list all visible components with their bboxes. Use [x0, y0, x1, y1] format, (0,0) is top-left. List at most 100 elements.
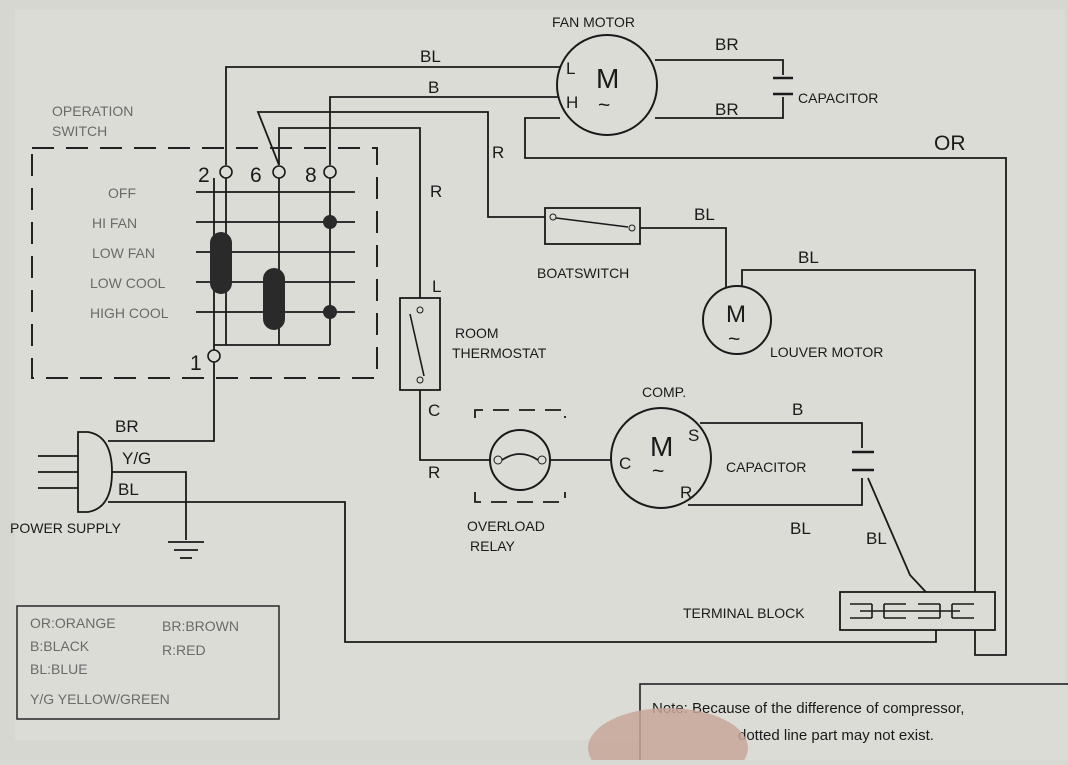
louver-motor: M ~ LOUVER MOTOR — [702, 285, 883, 360]
ground-icon — [168, 541, 204, 559]
wire-fan-b — [329, 96, 560, 165]
switch-position-low-cool: LOW COOL — [90, 275, 166, 291]
overload-relay-icon — [489, 429, 551, 491]
wire-label-block-bl: BL — [866, 529, 887, 548]
compressor-terminal-r: R — [680, 483, 692, 502]
power-plug-icon — [77, 431, 113, 513]
legend-box — [16, 605, 280, 720]
wire-label-boat-bl: BL — [694, 205, 715, 224]
wire-label-louver-bl: BL — [798, 248, 819, 267]
wire-label-comp-b: B — [792, 400, 803, 419]
wire-fan-r — [256, 111, 545, 218]
overload-relay-arc — [501, 453, 539, 461]
fan-motor: FAN MOTOR M ~ L H — [552, 14, 658, 136]
wire-label-relay-r: R — [428, 463, 440, 482]
room-thermostat: L C ROOM THERMOSTAT — [399, 277, 547, 420]
wire-label-cap-br-top: BR — [715, 35, 739, 54]
terminal-block: TERMINAL BLOCK — [683, 591, 996, 631]
compressor-title: COMP. — [642, 384, 686, 400]
terminal-6-label: 6 — [250, 164, 262, 187]
wire-cap-br-top — [655, 59, 784, 75]
switch-position-low-fan: LOW FAN — [92, 245, 155, 261]
comp-capacitor-label: CAPACITOR — [726, 459, 806, 475]
wire-boat-bl — [640, 227, 727, 295]
operation-switch: OPERATION SWITCH 2 6 8 1 OFF HI FAN LOW … — [31, 103, 378, 379]
wire-cap-br-bottom — [655, 97, 784, 119]
terminal-1-icon — [207, 349, 221, 363]
wire-labels: BL B R BR BR OR R BL BL B BL BL R BR Y/G… — [115, 35, 966, 548]
wire-thermo-r — [278, 127, 421, 298]
compressor-tilde: ~ — [652, 460, 664, 483]
wire-relay-r — [419, 390, 492, 461]
compressor-terminal-c: C — [619, 454, 631, 473]
wire-fan-or — [524, 117, 1007, 656]
terminal-block-label: TERMINAL BLOCK — [683, 605, 805, 621]
terminal-2-icon — [219, 165, 233, 179]
switch-contact-dot-2 — [323, 305, 337, 319]
wire-label-fan-r: R — [492, 143, 504, 162]
terminal-8-icon — [323, 165, 337, 179]
legend-item-yellow-green: Y/G YELLOW/GREEN — [30, 691, 170, 707]
thermostat-lever — [409, 313, 425, 377]
fan-motor-terminal-l: L — [566, 59, 575, 78]
legend-item-brown: BR:BROWN — [162, 618, 239, 634]
wire-comp-bl — [688, 478, 863, 506]
wire-label-ps-bl: BL — [118, 480, 139, 499]
wire-label-comp-bl: BL — [790, 519, 811, 538]
overload-relay-label-1: OVERLOAD — [467, 518, 545, 534]
compressor: COMP. M ~ S C R — [610, 384, 712, 509]
compressor-capacitor: CAPACITOR — [726, 450, 874, 475]
terminal-8-label: 8 — [305, 164, 317, 187]
wire-label-fan-bl: BL — [420, 47, 441, 66]
wire-label-ps-yg: Y/G — [122, 449, 151, 468]
thermostat-contact-1 — [416, 306, 424, 314]
note-line-1: Note: Because of the difference of compr… — [652, 700, 964, 717]
thermostat-terminal-c: C — [428, 401, 440, 420]
wire-fan-bl — [225, 66, 560, 165]
fan-motor-symbol: M — [596, 63, 619, 94]
overload-relay-label-2: RELAY — [470, 538, 516, 554]
legend-item-black: B:BLACK — [30, 638, 90, 654]
boatswitch-label: BOATSWITCH — [537, 265, 629, 281]
boatswitch-contact-2 — [628, 224, 636, 232]
switch-contact-dot-1 — [323, 215, 337, 229]
louver-motor-symbol: M — [726, 301, 746, 328]
terminal-1-label: 1 — [190, 352, 202, 375]
room-thermostat-box — [399, 297, 441, 391]
legend-item-blue: BL:BLUE — [30, 661, 88, 677]
switch-contact-bar-1 — [210, 232, 232, 294]
terminal-2-label: 2 — [198, 164, 210, 187]
thermostat-terminal-l: L — [432, 277, 441, 296]
wire-label-ps-br: BR — [115, 417, 139, 436]
fan-motor-title: FAN MOTOR — [552, 14, 635, 30]
fan-motor-icon — [556, 34, 658, 136]
fan-capacitor: CAPACITOR — [773, 76, 878, 106]
wiring — [108, 59, 1007, 656]
louver-motor-icon — [702, 285, 772, 355]
overload-relay-dashed-frame — [474, 409, 566, 503]
legend-item-red: R:RED — [162, 642, 206, 658]
boatswitch-lever — [555, 217, 629, 228]
note: Note: Because of the difference of compr… — [639, 683, 1068, 765]
note-line-2: dotted line part may not exist. — [738, 727, 934, 744]
compressor-icon — [610, 407, 712, 509]
wire-louver-bl — [741, 269, 976, 592]
terminal-block-screws — [850, 603, 974, 619]
boatswitch-contact-1 — [549, 213, 557, 221]
switch-position-high-cool: HIGH COOL — [90, 305, 169, 321]
fan-motor-terminal-h: H — [566, 93, 578, 112]
operation-switch-title-1: OPERATION — [52, 103, 133, 119]
wire-ps-br — [108, 360, 215, 442]
compressor-terminal-s: S — [688, 426, 699, 445]
overload-relay: OVERLOAD RELAY — [467, 409, 566, 554]
thermostat-label-2: THERMOSTAT — [452, 345, 547, 361]
wire-ps-bl — [108, 501, 937, 643]
wire-label-thermo-r: R — [430, 182, 442, 201]
power-supply-label: POWER SUPPLY — [10, 520, 122, 536]
thermostat-contact-2 — [416, 376, 424, 384]
terminal-6-icon — [272, 165, 286, 179]
color-legend: OR:ORANGE BR:BROWN B:BLACK R:RED BL:BLUE… — [16, 605, 280, 720]
wire-label-fan-or: OR — [934, 132, 966, 155]
finger-obstruction — [588, 708, 748, 765]
